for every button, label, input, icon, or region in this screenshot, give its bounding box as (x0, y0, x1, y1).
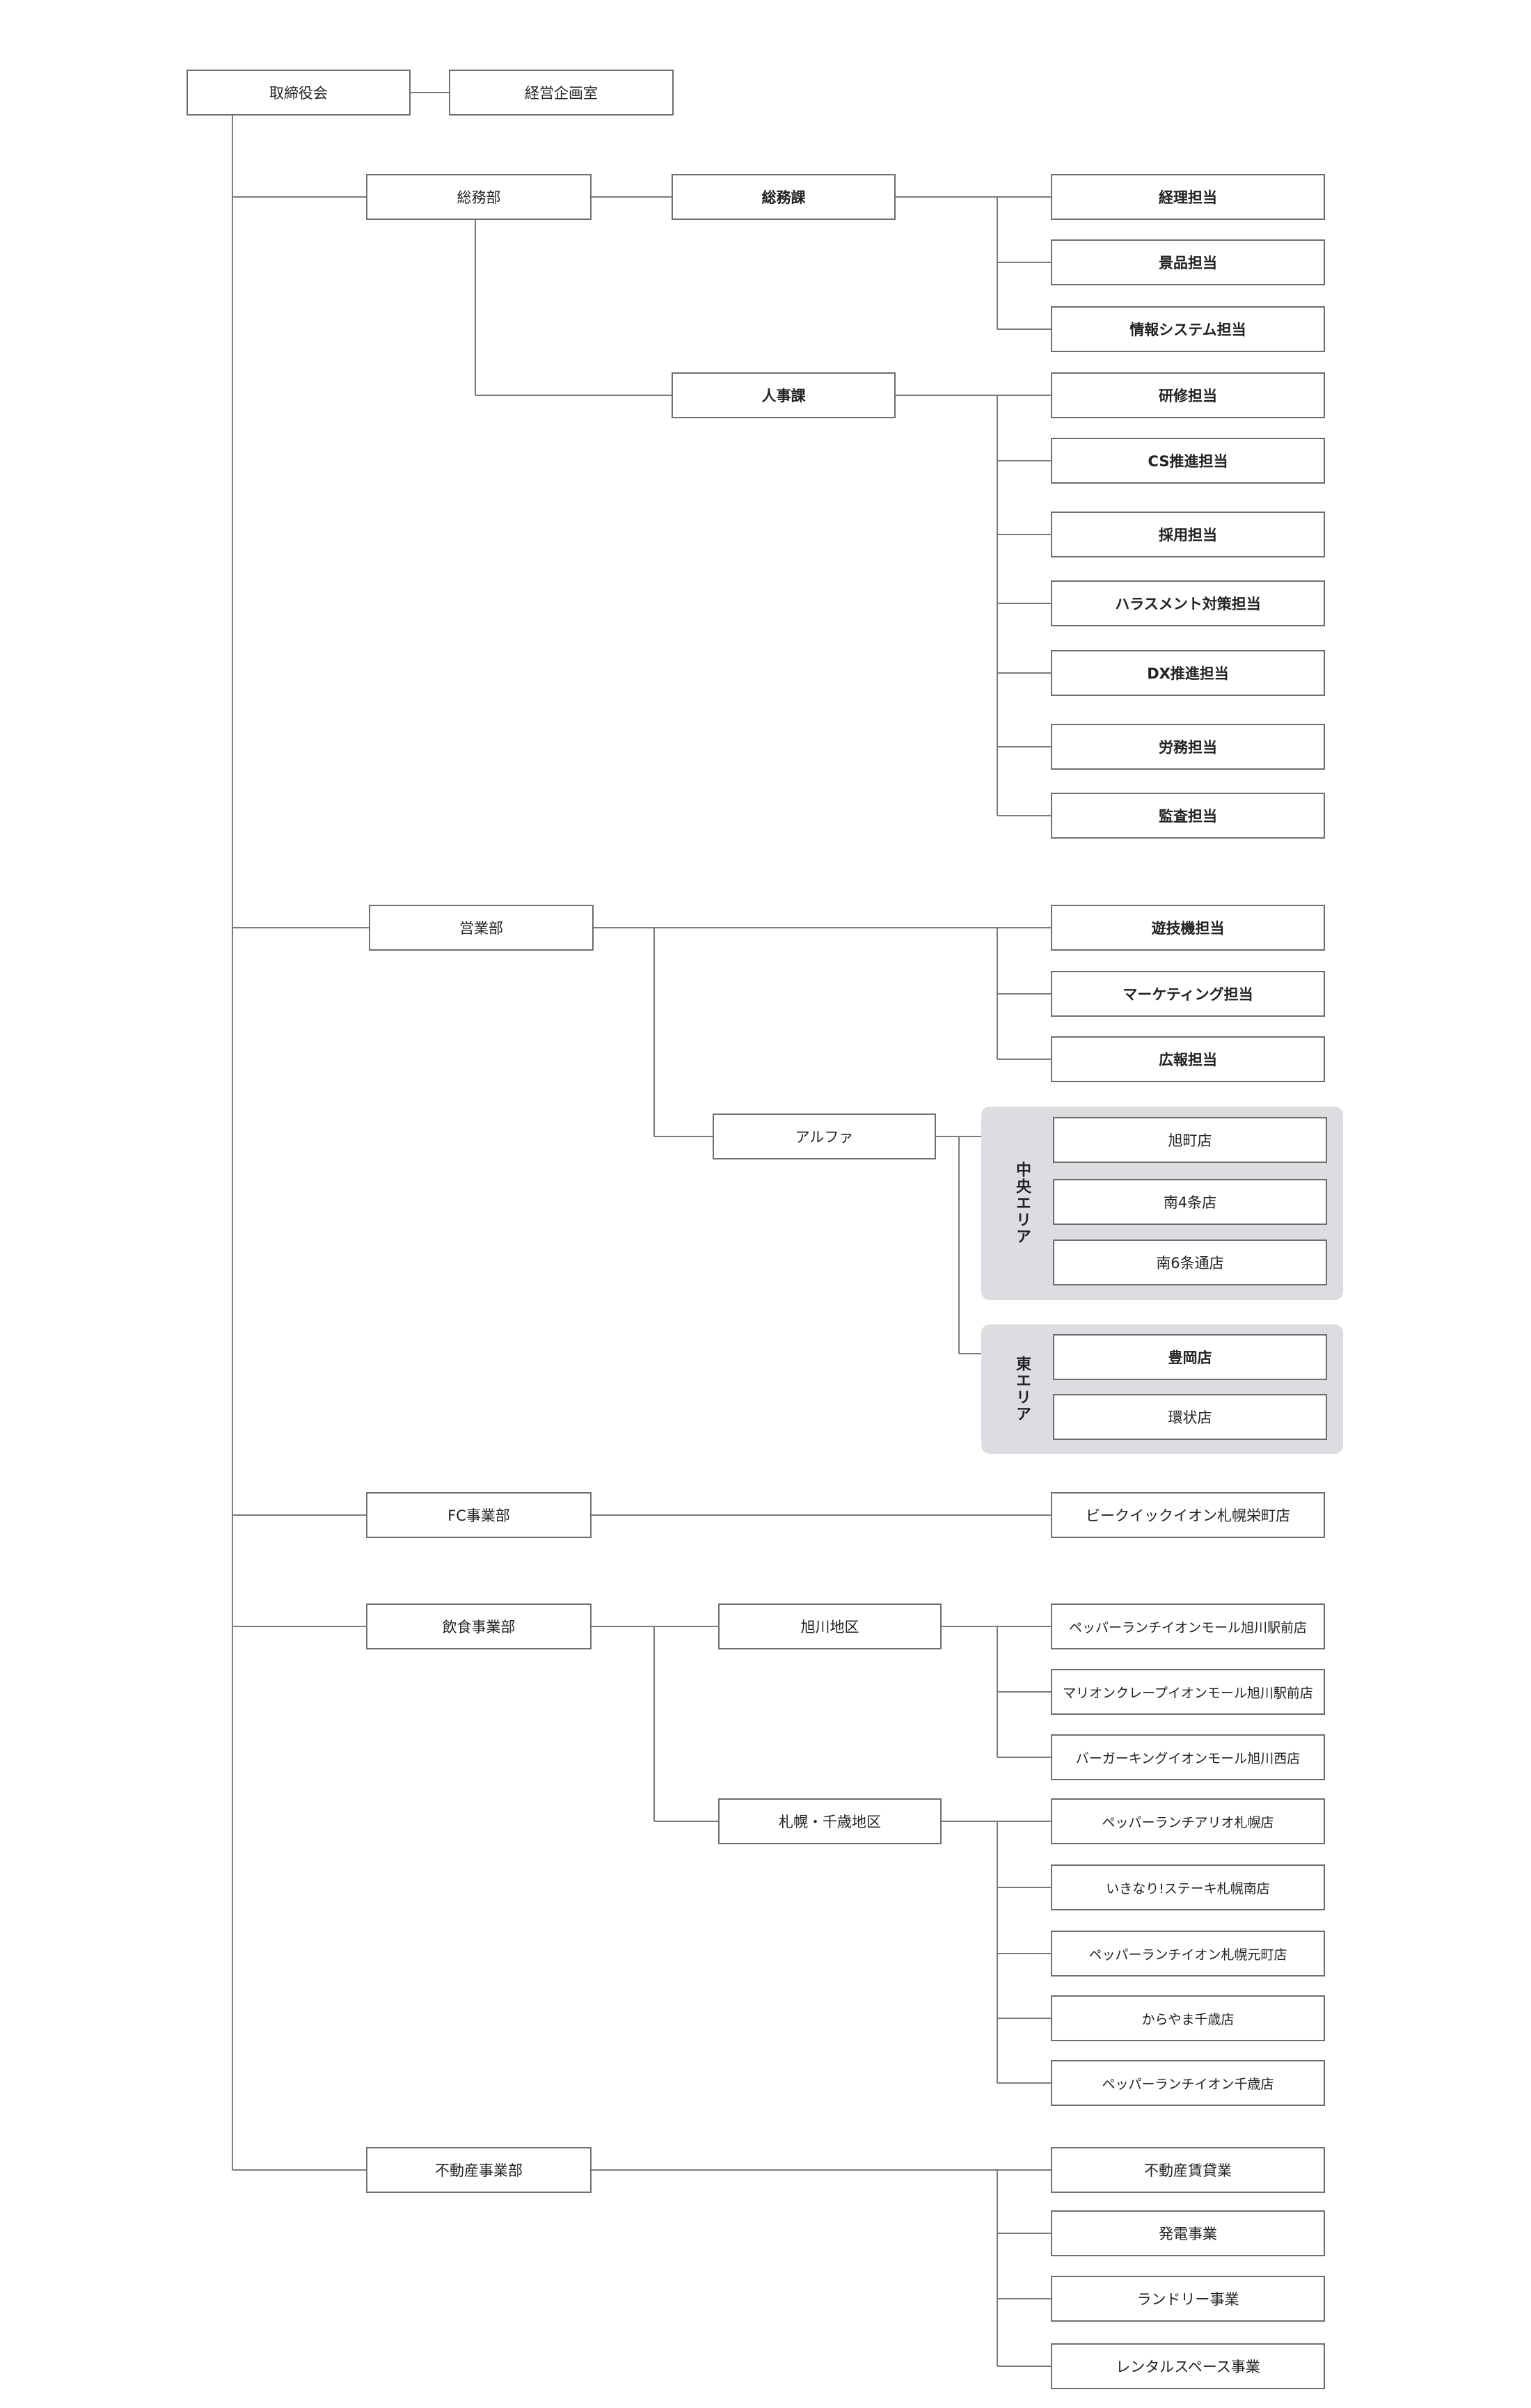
store-box: ペッパーランチアリオ札幌店 (1051, 1798, 1325, 1844)
role-box: 経理担当 (1051, 174, 1325, 220)
role-box: レンタルスペース事業 (1051, 2343, 1325, 2389)
role-box: 景品担当 (1051, 239, 1325, 285)
sapporo-chitose-district-box: 札幌・千歳地区 (718, 1798, 942, 1844)
role-box: 発電事業 (1051, 2210, 1325, 2256)
general-affairs-dept-box: 総務部 (366, 174, 592, 220)
role-box: ハラスメント対策担当 (1051, 580, 1325, 626)
central-area-label: 中央エリア (1013, 1162, 1031, 1245)
store-box: ペッパーランチイオン千歳店 (1051, 2060, 1325, 2106)
asahikawa-district-box: 旭川地区 (718, 1603, 942, 1649)
food-dept-box: 飲食事業部 (366, 1603, 592, 1649)
role-box: 広報担当 (1051, 1036, 1325, 1082)
general-section-box: 総務課 (672, 174, 896, 220)
fc-dept-box: FC事業部 (366, 1492, 592, 1538)
board-box: 取締役会 (187, 70, 411, 116)
role-box: 不動産賃貸業 (1051, 2147, 1325, 2193)
store-box: ペッパーランチイオン札幌元町店 (1051, 1931, 1325, 1977)
role-box: ランドリー事業 (1051, 2276, 1325, 2322)
hr-section-box: 人事課 (672, 372, 896, 418)
role-box: 監査担当 (1051, 793, 1325, 839)
role-box: 遊技機担当 (1051, 905, 1325, 951)
store-box: 南6条通店 (1053, 1239, 1327, 1285)
store-box: ペッパーランチイオンモール旭川駅前店 (1051, 1603, 1325, 1649)
store-box: 環状店 (1053, 1394, 1327, 1440)
role-box: 情報システム担当 (1051, 306, 1325, 352)
role-box: 研修担当 (1051, 372, 1325, 418)
role-box: DX推進担当 (1051, 650, 1325, 696)
store-box: バーガーキングイオンモール旭川西店 (1051, 1734, 1325, 1780)
store-box: 豊岡店 (1053, 1334, 1327, 1380)
east-area-label: 東エリア (1013, 1356, 1031, 1423)
role-box: CS推進担当 (1051, 438, 1325, 484)
store-box: 南4条店 (1053, 1179, 1327, 1225)
role-box: マーケティング担当 (1051, 971, 1325, 1017)
store-box: ビークイックイオン札幌栄町店 (1051, 1492, 1325, 1538)
sales-dept-box: 営業部 (369, 905, 594, 951)
alpha-box: アルファ (713, 1114, 936, 1159)
store-box: マリオンクレープイオンモール旭川駅前店 (1051, 1669, 1325, 1715)
role-box: 採用担当 (1051, 512, 1325, 557)
real-estate-dept-box: 不動産事業部 (366, 2147, 592, 2193)
planning-office-box: 経営企画室 (449, 70, 674, 116)
store-box: 旭町店 (1053, 1117, 1327, 1163)
role-box: 労務担当 (1051, 724, 1325, 770)
store-box: からやま千歳店 (1051, 1995, 1325, 2041)
store-box: いきなり!ステーキ札幌南店 (1051, 1864, 1325, 1910)
